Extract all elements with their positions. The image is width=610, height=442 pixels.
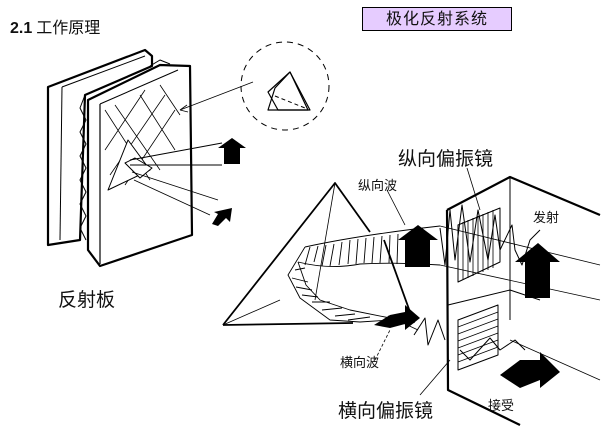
emit-label: 发射: [533, 211, 560, 226]
emit-arrow-icon: [515, 243, 560, 298]
wave-arrows: [374, 225, 560, 388]
corner-reflector-triangle: [222, 182, 415, 326]
horizontal-wave-band: [287, 246, 419, 331]
section-number: 2.1: [10, 20, 33, 37]
magnifier-circle: [240, 41, 330, 131]
horizontal-wave-arrow-icon: [374, 305, 420, 330]
reflector-beams: [129, 81, 254, 216]
vertical-polarizer-label: 纵向偏振镜: [398, 148, 494, 170]
reflector-board: [46, 48, 194, 268]
reflector-label: 反射板: [58, 289, 116, 311]
vertical-wave-arrow-icon: [398, 225, 438, 267]
up-arrow-icon: [218, 138, 246, 164]
vertical-wave-label: 纵向波: [358, 179, 398, 194]
horizontal-wave-label: 横向波: [340, 356, 380, 371]
receive-label: 接受: [488, 399, 515, 414]
horizontal-polarizer-label: 横向偏振镜: [338, 400, 434, 422]
down-arrow-icon: [212, 208, 232, 226]
section-title: 工作原理: [36, 18, 101, 37]
title-badge: 极化反射系统: [362, 7, 512, 31]
polarizer-box: [374, 167, 601, 426]
reflector-arrows: [212, 138, 246, 226]
receive-arrow-icon: [500, 352, 560, 388]
